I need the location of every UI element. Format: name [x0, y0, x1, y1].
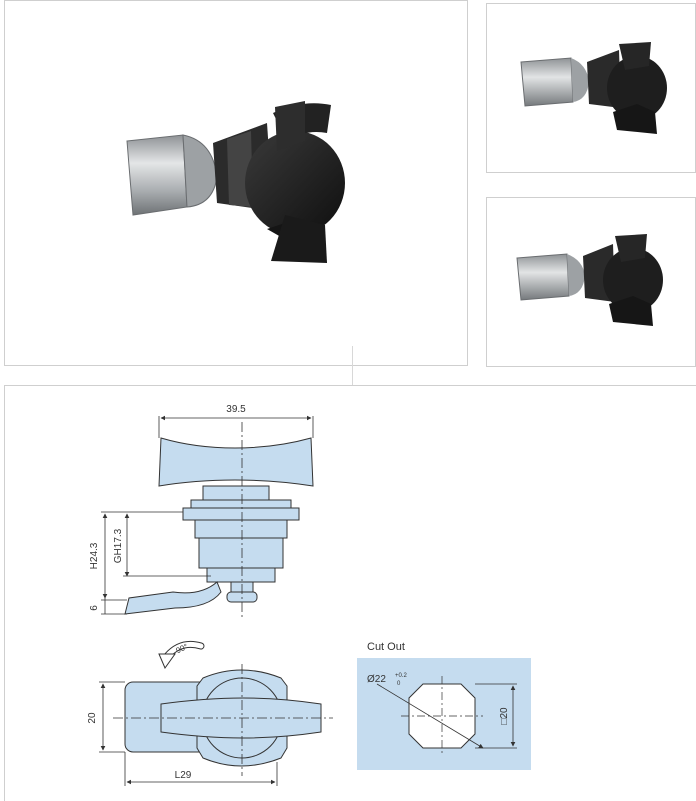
section-divider	[352, 346, 353, 386]
cutout-diameter: Ø22	[367, 674, 386, 685]
cutout-title: Cut Out	[367, 641, 405, 653]
front-view	[124, 669, 322, 767]
dim-width: 39.5	[226, 404, 246, 415]
cutout-tol-upper: +0.2	[395, 673, 408, 679]
cutout-tol-lower: 0	[397, 681, 401, 687]
wing-knob	[245, 101, 345, 263]
side-view	[124, 437, 314, 615]
cam-tongue	[126, 134, 218, 216]
dim-length: L29	[175, 770, 192, 781]
dim-cam: 6	[89, 605, 100, 611]
cutout-square: □20	[499, 707, 510, 725]
cutout-shape	[376, 676, 484, 756]
rotation-arrow-icon: 90°	[158, 640, 205, 670]
thumbnail-image-1[interactable]	[486, 3, 696, 173]
dim-grip: GH17.3	[113, 528, 124, 563]
dim-height: H24.3	[89, 542, 100, 569]
main-product-image	[4, 0, 468, 366]
dim-body: 20	[87, 712, 98, 724]
thumbnail-image-2[interactable]	[486, 197, 696, 367]
technical-drawing: 39.5 H24.3 GH17.3 6 90°	[4, 385, 696, 801]
